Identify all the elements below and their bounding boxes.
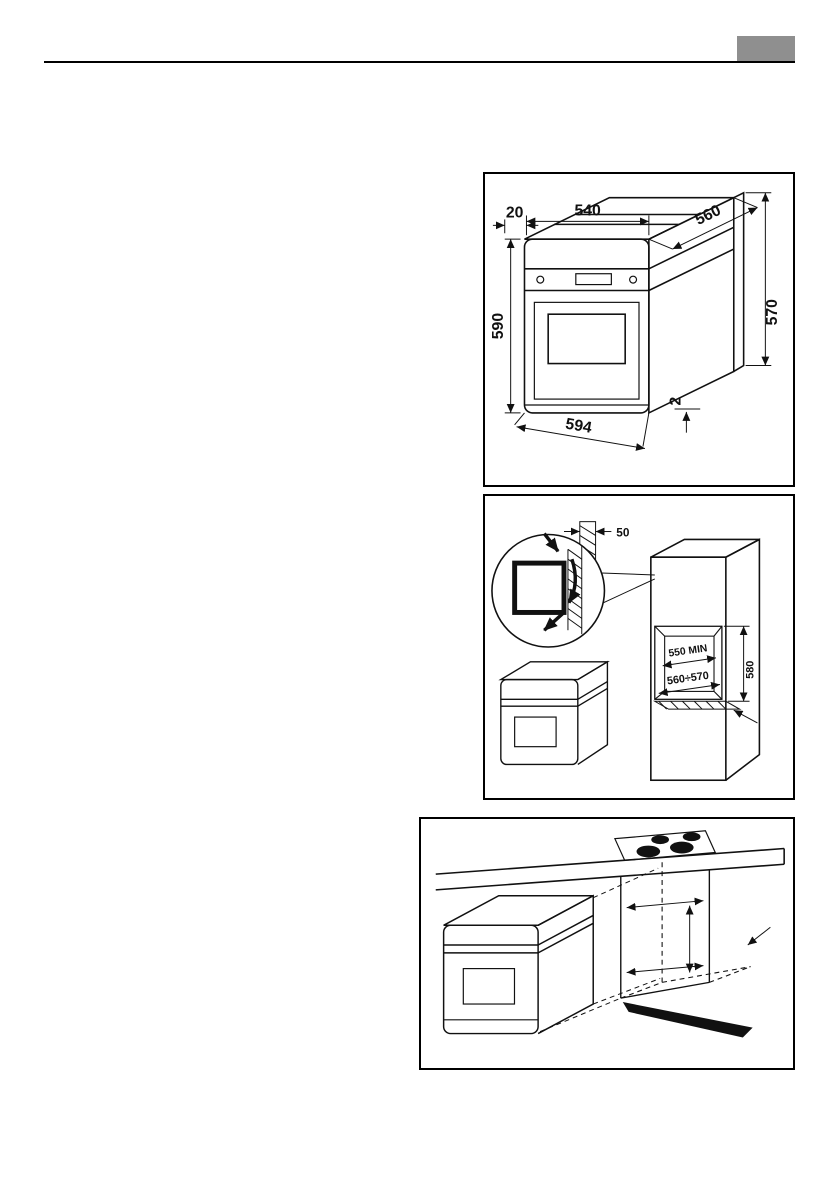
hob-burner [669, 841, 694, 854]
dim-label-590: 590 [490, 313, 507, 340]
plinth-shadow-wedge [622, 1002, 753, 1038]
hob-burner [636, 845, 661, 858]
figure-oven-dimensions: 20 540 560 590 570 594 2 [483, 172, 795, 487]
detail-callout [491, 532, 655, 648]
column-installation-drawing: 50 [491, 521, 761, 782]
dim-label-560-570: 560÷570 [666, 670, 709, 688]
niche-dimensions [658, 625, 750, 702]
dimension-lines [492, 192, 772, 451]
page-number-box [737, 36, 795, 61]
dim-label-540: 540 [574, 202, 601, 219]
figure-undercounter-installation [419, 817, 795, 1070]
dim-label-2: 2 [667, 396, 684, 405]
oven-isometric-drawing [523, 191, 745, 415]
hob-drawing [613, 830, 717, 861]
dim-label-594: 594 [564, 416, 593, 437]
oven-dimensions-drawing: 20 540 560 590 570 594 2 [490, 191, 781, 451]
niche-dimension-arrows [626, 897, 771, 976]
oven-drawing [442, 894, 594, 1035]
dim-label-570: 570 [764, 299, 781, 326]
undercounter-installation-drawing [435, 830, 785, 1038]
dimension-labels: 20 540 560 590 570 594 2 [490, 202, 781, 437]
dim-label-580: 580 [744, 661, 756, 679]
airflow-arrows [542, 532, 581, 632]
header-rule [44, 61, 795, 63]
hob-burner [651, 835, 670, 845]
dim-label-20: 20 [506, 204, 524, 221]
dim-label-550min: 550 MIN [668, 643, 708, 659]
figure-column-installation: 50 [483, 494, 795, 800]
dim-label-50: 50 [616, 525, 630, 539]
dim-label-560: 560 [693, 202, 724, 229]
worktop-drawing [435, 847, 785, 891]
oven-small-drawing [498, 660, 610, 766]
hob-burner [682, 832, 701, 842]
shelf-hatch [652, 700, 758, 724]
niche-drawing [620, 862, 753, 1038]
oven-section-square [512, 560, 567, 615]
projection-lines [539, 867, 661, 1033]
